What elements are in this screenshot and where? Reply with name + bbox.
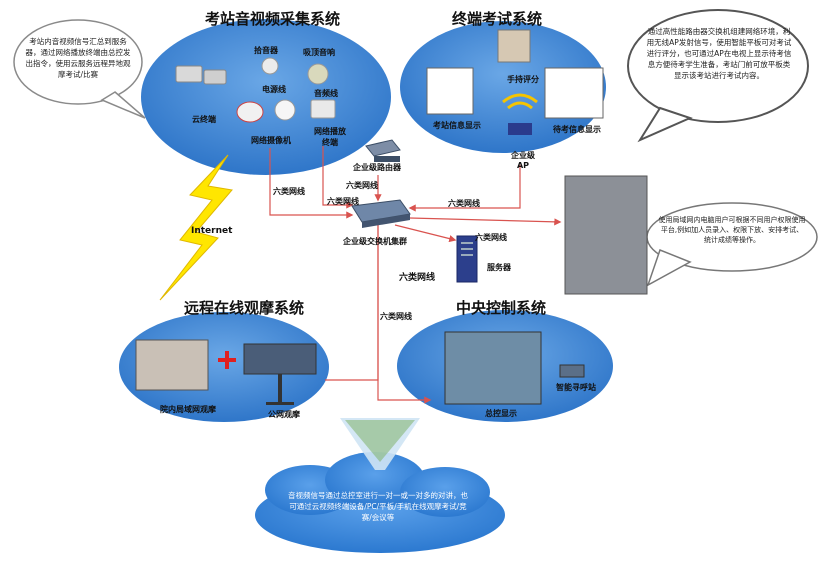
label-router: 企业级路由器: [353, 163, 401, 172]
bubble-top-right-shape: [627, 9, 809, 143]
router-shape: [365, 139, 401, 162]
title-collect-system: 考站音视频采集系统: [205, 10, 341, 28]
label-cloud-terminal: 云终端: [192, 115, 216, 124]
control-room-photo: [564, 175, 648, 295]
label-wait-info: 待考信息显示: [553, 125, 601, 134]
central-devices: [444, 331, 585, 405]
bubble-mid-right-text: 使用局域网内电脑用户可根据不同用户权限使用平台,例如加人员录入、权限下放、安排考…: [658, 216, 806, 244]
label-audio-line: 音频线: [314, 89, 338, 98]
label-master-display: 总控显示: [485, 409, 517, 418]
internet-lightning-shape: [159, 154, 233, 301]
exam-devices: [426, 29, 604, 135]
label-network-camera: 网络摄像机: [251, 136, 291, 145]
bubble-mid-right-shape: [646, 202, 818, 287]
label-power-line: 电源线: [262, 85, 286, 94]
label-cat6-router: 六类网线: [346, 181, 378, 190]
label-handheld: 手持评分: [507, 75, 539, 84]
label-cat6-server: 六类网线: [475, 233, 507, 242]
bubble-bottom-text: 音视频信号通过总控室进行一对一或一对多的对讲，也可通过云视频终端设备/PC/平板…: [288, 491, 468, 522]
network-lines: [269, 146, 562, 404]
label-exam-info: 考站信息显示: [433, 121, 481, 130]
label-ceiling-speaker: 吸顶音响: [303, 48, 335, 57]
label-switch: 企业级交换机集群: [343, 237, 407, 246]
bubble-top-left-shape: [13, 19, 146, 119]
label-cat6-ap: 六类网线: [448, 199, 480, 208]
title-central-system: 中央控制系统: [456, 299, 547, 317]
bubble-top-right-text: 通过高性能路由器交换机组建网络环境，利用无线AP发射信号，使用智能平板可对考试进…: [646, 27, 792, 80]
bottom-cloud-shape: [255, 452, 505, 553]
title-exam-system: 终端考试系统: [452, 10, 543, 28]
server-shape: [456, 235, 478, 283]
label-cat6-camera: 六类网线: [273, 187, 305, 196]
collect-devices: [175, 57, 336, 123]
title-remote-system: 远程在线观摩系统: [184, 299, 305, 317]
label-public-view: 公网观摩: [268, 410, 300, 419]
label-intercom: 智能寻呼站: [556, 383, 596, 392]
collect-system-ellipse: [141, 19, 391, 175]
label-server: 服务器: [487, 263, 511, 272]
label-cat6-central: 六类网线: [380, 312, 412, 321]
label-local-view: 院内局域网观摩: [160, 405, 216, 414]
label-network-player: 网络播放 终端: [314, 127, 346, 147]
bubble-top-left-text: 考站内音视频信号汇总到服务器，通过网络播放终端由总控发出指令，使用云服务远程异地…: [25, 37, 131, 79]
exam-system-ellipse: [400, 21, 606, 153]
label-cat6-player: 六类网线: [327, 197, 359, 206]
remote-devices: [135, 339, 317, 405]
label-cat6-main: 六类网线: [399, 273, 436, 283]
switch-shape: [351, 199, 411, 228]
label-internet: Internet: [191, 226, 233, 236]
label-ap: 企业级 AP: [511, 151, 535, 170]
label-pickup: 拾音器: [254, 46, 278, 55]
